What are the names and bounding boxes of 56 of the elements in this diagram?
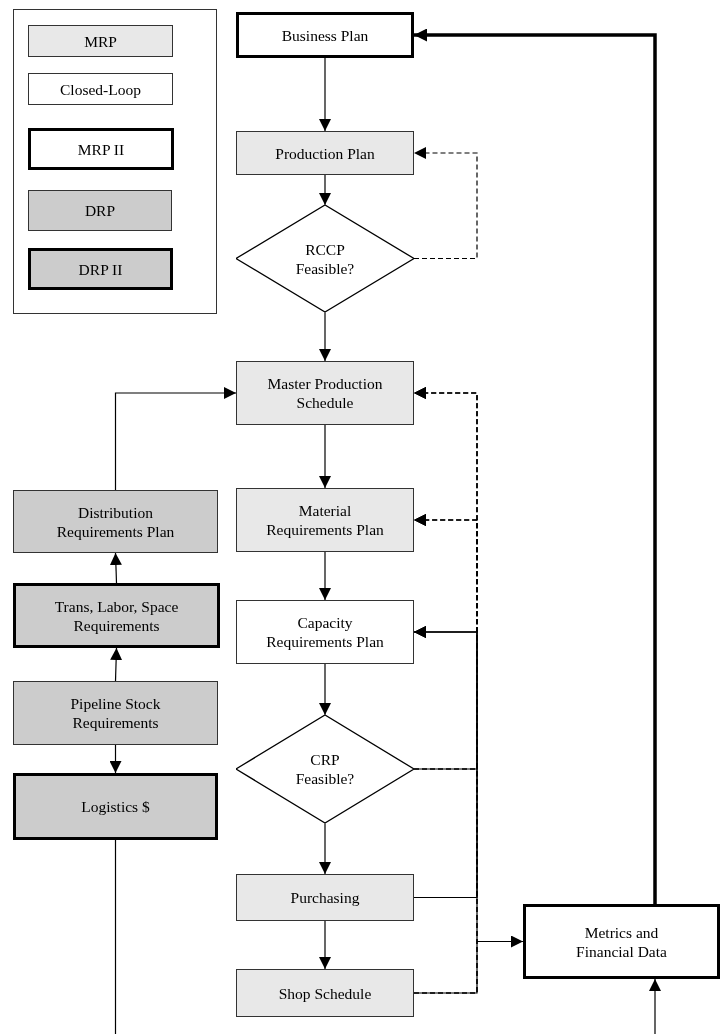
arrow	[319, 57, 331, 132]
arrow	[413, 626, 478, 994]
node-label: Metrics and Financial Data	[575, 922, 668, 961]
arrow	[476, 935, 524, 948]
decision-diamond	[236, 205, 414, 312]
process-box	[28, 248, 173, 290]
process-box	[13, 490, 218, 553]
process-box	[13, 773, 218, 840]
arrow	[114, 839, 661, 1034]
legend-panel	[13, 9, 217, 314]
process-box	[236, 12, 414, 58]
process-box	[236, 488, 414, 552]
process-box	[28, 25, 173, 57]
arrow	[114, 387, 237, 491]
process-box	[236, 361, 414, 425]
arrow	[110, 647, 123, 682]
node-label: Production Plan	[274, 143, 376, 163]
arrow	[109, 552, 122, 584]
arrow	[319, 174, 331, 206]
arrow	[319, 551, 331, 601]
arrow	[319, 663, 331, 716]
node-label: Capacity Requirements Plan	[265, 613, 385, 651]
process-box	[13, 583, 220, 648]
node-label: Closed-Loop	[59, 79, 142, 99]
node-label: Distribution Requirements Plan	[55, 502, 176, 541]
node-label: Business Plan	[280, 25, 370, 45]
process-box	[28, 128, 174, 170]
node-label: Master Production Schedule	[266, 374, 384, 412]
node-label: Trans, Labor, Space Requirements	[53, 596, 180, 635]
node-label: DRP II	[77, 259, 124, 279]
decision-diamond	[236, 715, 414, 823]
node-label: Pipeline Stock Requirements	[69, 694, 162, 732]
process-box	[13, 681, 218, 745]
arrow	[109, 744, 122, 774]
node-label: DRP	[83, 201, 117, 220]
node-label: MRP II	[76, 139, 126, 159]
process-box	[28, 190, 172, 231]
node-label: RCCP Feasible?	[294, 239, 356, 278]
arrow	[319, 424, 331, 489]
node-label: Material Requirements Plan	[265, 501, 385, 539]
process-box	[236, 874, 414, 921]
node-label: Purchasing	[289, 888, 361, 907]
process-box	[236, 600, 414, 664]
node-label: Logistics $	[80, 797, 151, 816]
node-label: CRP Feasible?	[294, 750, 356, 788]
arrow	[414, 28, 657, 904]
node-label: Shop Schedule	[277, 983, 373, 1003]
node-label: MRP	[83, 31, 118, 51]
process-box	[28, 73, 173, 105]
arrow	[319, 920, 331, 970]
arrow	[413, 147, 478, 260]
arrow	[319, 822, 331, 875]
process-box	[523, 904, 720, 979]
process-box	[236, 969, 414, 1017]
arrow	[319, 311, 331, 362]
process-box	[236, 131, 414, 175]
